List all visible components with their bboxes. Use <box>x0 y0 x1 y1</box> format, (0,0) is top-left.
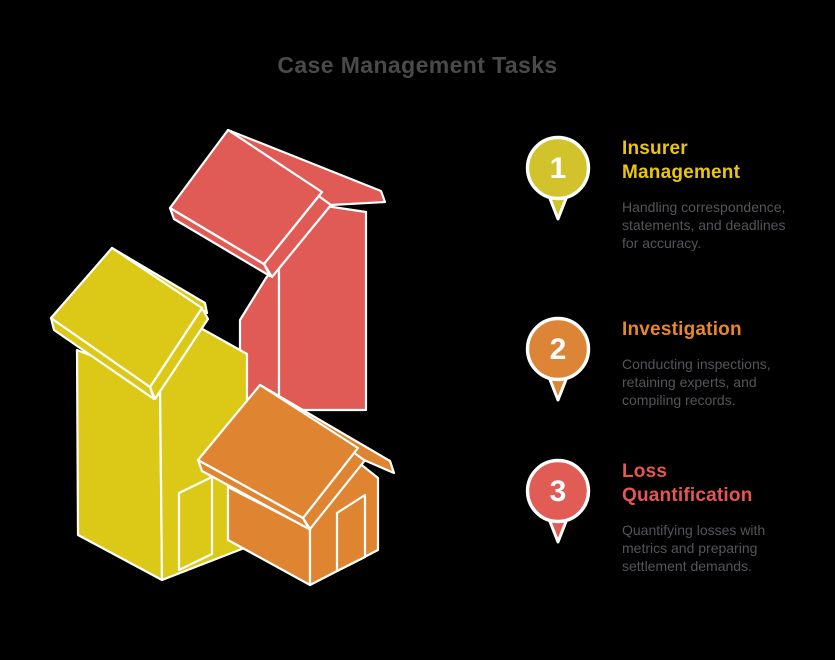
step-item-1: 1 Insurer Management Handling correspond… <box>523 133 786 252</box>
yellow-house <box>49 246 249 582</box>
step-1-badge-pin-icon: 1 <box>525 135 591 221</box>
red-house-roof-main-plane <box>168 128 324 266</box>
step-1-number: 1 <box>550 152 567 185</box>
orange-house-roof-main-plane <box>196 383 360 520</box>
page-title: Case Management Tasks <box>277 52 558 78</box>
orange-house <box>196 383 396 587</box>
step-1-pin-circle <box>525 135 591 201</box>
houses-illustration <box>49 128 396 587</box>
step-item-3: 3 Loss Quantification Quantifying losses… <box>523 456 786 575</box>
step-2-title: Investigation <box>622 319 742 340</box>
step-2-pin-circle <box>525 316 591 382</box>
red-house <box>168 128 387 417</box>
step-1-texts: Insurer Management Handling corresponden… <box>622 133 786 252</box>
step-item-2: 2 Investigation Conducting inspections, … <box>523 314 786 409</box>
step-3-pin-circle <box>525 458 591 524</box>
step-2-badge-pin-icon: 2 <box>525 316 591 402</box>
step-1-description: Handling correspondence, statements, and… <box>622 199 786 251</box>
step-3-title: Loss Quantification <box>622 461 753 506</box>
yellow-house-roof-main-plane <box>49 246 204 389</box>
step-3-badge-pin-icon: 3 <box>525 458 591 544</box>
step-1-title: Insurer Management <box>622 138 741 183</box>
step-3-texts: Loss Quantification Quantifying losses w… <box>622 456 786 575</box>
step-2-texts: Investigation Conducting inspections, re… <box>622 314 786 409</box>
step-3-description: Quantifying losses with metrics and prep… <box>622 522 766 574</box>
yellow-house-door <box>177 475 214 572</box>
orange-house-door <box>335 493 367 573</box>
step-2-description: Conducting inspections, retaining expert… <box>622 356 771 408</box>
step-2-number: 2 <box>550 333 567 366</box>
step-3-number: 3 <box>550 475 567 508</box>
